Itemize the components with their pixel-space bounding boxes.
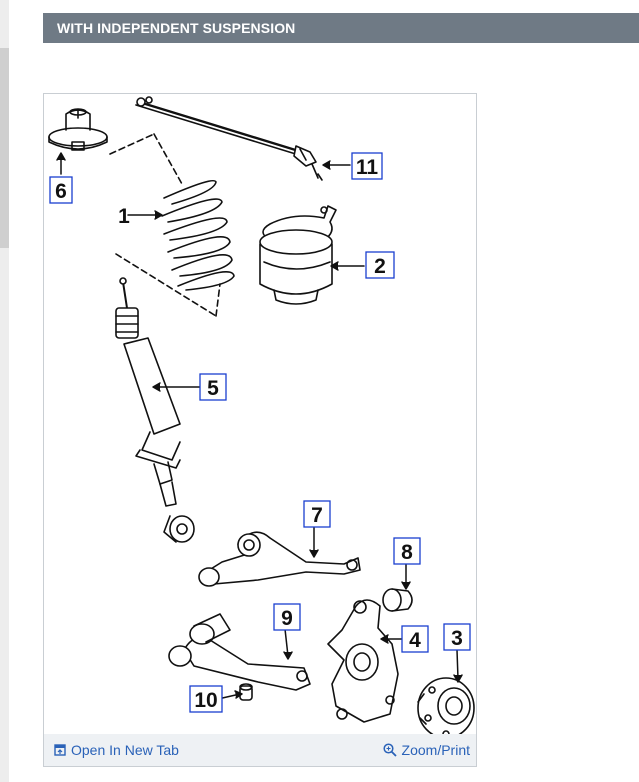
steering-knuckle-part [327, 599, 399, 723]
callout-6: 6 [49, 176, 73, 204]
callout-2: 2 [365, 251, 395, 279]
section-header: WITH INDEPENDENT SUSPENSION [43, 13, 639, 43]
cam-bolt-part [239, 683, 253, 701]
upper-control-arm-part [198, 531, 361, 587]
callout-9: 9 [273, 603, 301, 631]
svg-text:1: 1 [118, 205, 130, 228]
callout-5: 5 [199, 373, 227, 401]
svg-text:5: 5 [207, 377, 219, 400]
stabilizer-link-part [135, 96, 323, 181]
callout-10: 10 [189, 685, 223, 713]
lower-control-arm-part [168, 613, 311, 691]
callout-4: 4 [401, 625, 429, 653]
open-in-new-tab-link[interactable]: Open In New Tab [54, 734, 179, 766]
air-spring-part [259, 205, 337, 305]
suspension-diagram: 6 1 11 2 5 7 8 9 4 [48, 96, 475, 734]
diagram-card: 6 1 11 2 5 7 8 9 4 [43, 93, 477, 767]
coil-spring-part [109, 133, 235, 317]
callout-3: 3 [443, 623, 471, 651]
callout-arrows [56, 152, 463, 700]
wheel-hub-part [417, 677, 475, 734]
callout-7: 7 [303, 500, 331, 528]
svg-text:3: 3 [451, 627, 463, 650]
page-scrollbar-thumb[interactable] [0, 48, 9, 248]
svg-text:6: 6 [55, 180, 67, 203]
svg-text:10: 10 [194, 689, 217, 712]
svg-text:9: 9 [281, 607, 293, 630]
svg-text:8: 8 [401, 541, 413, 564]
strut-mount-part [48, 108, 108, 151]
svg-text:4: 4 [409, 629, 421, 652]
svg-text:7: 7 [311, 504, 323, 527]
zoom-print-label: Zoom/Print [401, 742, 470, 758]
svg-text:2: 2 [374, 255, 386, 278]
shock-absorber-part [115, 277, 195, 543]
svg-text:11: 11 [356, 156, 379, 179]
bushing-part [382, 588, 413, 612]
section-title: WITH INDEPENDENT SUSPENSION [57, 20, 296, 36]
open-in-new-tab-label: Open In New Tab [71, 742, 179, 758]
zoom-print-link[interactable]: Zoom/Print [382, 734, 470, 766]
page-scrollbar-track[interactable] [0, 0, 9, 782]
callout-1: 1 [118, 205, 130, 228]
zoom-icon [382, 743, 397, 757]
open-new-tab-icon [54, 744, 66, 756]
diagram-footer: Open In New Tab Zoom/Print [44, 734, 476, 766]
callout-11: 11 [351, 152, 383, 180]
callout-8: 8 [393, 537, 421, 565]
